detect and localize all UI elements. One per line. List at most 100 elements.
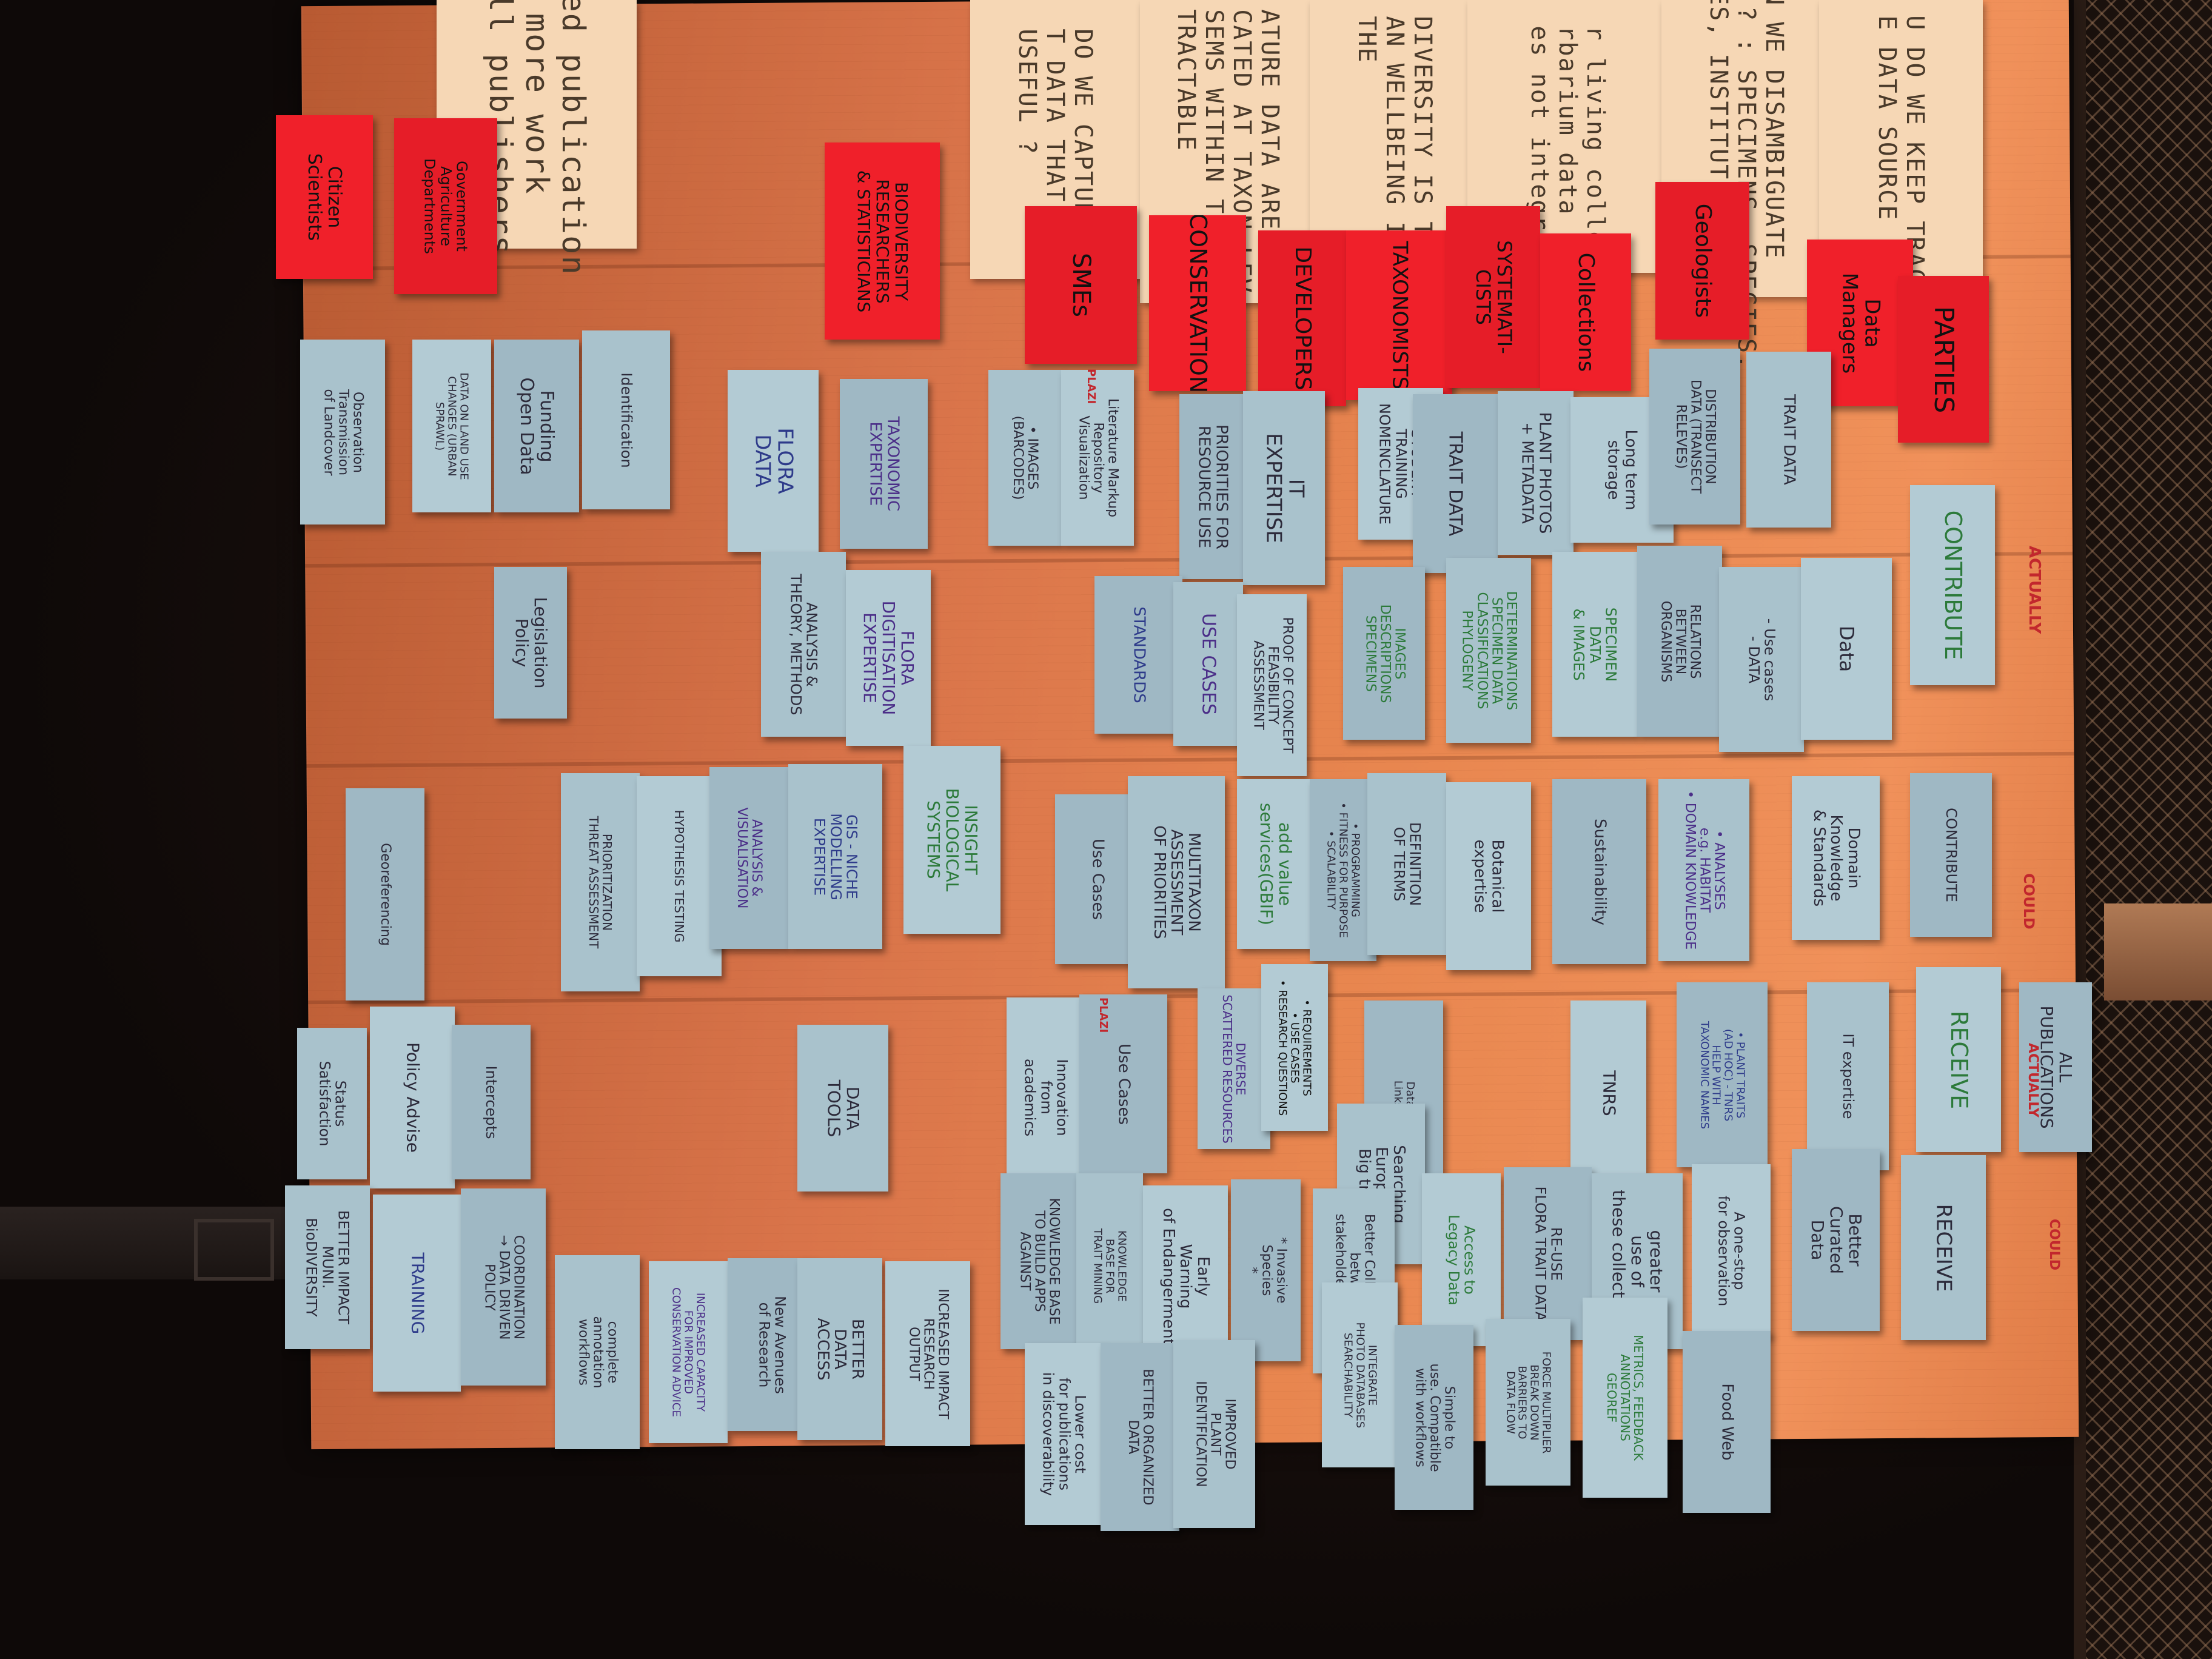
blue-sticky-note-text: • ANALYSES e.g. HABITAT • DOMAIN KNOWLED… bbox=[1681, 790, 1727, 950]
header-sheet-text: ked publication s more work all publishe… bbox=[482, 0, 591, 276]
blue-sticky-note-text: FLORA DATA bbox=[750, 427, 797, 494]
blue-sticky-note-text: Sustainability bbox=[1590, 818, 1609, 925]
blue-sticky-note: IMPROVED PLANT IDENTIFICATION bbox=[1173, 1340, 1255, 1528]
blue-sticky-note-text: RE-USE FLORA TRAIT DATA bbox=[1531, 1186, 1564, 1321]
blue-sticky-note-text: GIS - NICHE MODELLING EXPERTISE bbox=[811, 813, 860, 900]
blue-sticky-note-text: Simple to use. Compatible with workflows bbox=[1412, 1363, 1457, 1472]
blue-sticky-note-text: * Invasive Species * bbox=[1244, 1237, 1289, 1304]
blue-sticky-note: ANALYSIS & VISUALISATION bbox=[709, 767, 788, 949]
blue-sticky-note-text: USE CASES bbox=[1198, 612, 1219, 716]
blue-sticky-note-text: DISTRIBUTION DATA (TRANSECT RELEVES) bbox=[1672, 379, 1718, 494]
blue-sticky-note: RELATIONS BETWEEN ORGANISMS bbox=[1637, 546, 1722, 737]
blue-sticky-note: Botanical expertise bbox=[1446, 782, 1531, 970]
blue-sticky-note-text: PLANT PHOTOS + METADATA bbox=[1518, 412, 1554, 534]
blue-sticky-note-text: BETTER ORGANIZED DATA bbox=[1125, 1369, 1156, 1506]
red-sticky-note: CONSERVATION bbox=[1149, 215, 1246, 391]
blue-sticky-note-text: Botanical expertise bbox=[1471, 839, 1507, 913]
blue-sticky-note: Simple to use. Compatible with workflows bbox=[1395, 1325, 1473, 1510]
red-sticky-note-text: SMEs bbox=[1067, 252, 1095, 318]
blue-sticky-note: Use Cases bbox=[1079, 994, 1167, 1173]
blue-sticky-note: TNRS bbox=[1570, 1000, 1646, 1185]
blue-sticky-note: Observation Transmission of Landcover bbox=[300, 340, 385, 525]
blue-sticky-note-text: HYPOTHESIS TESTING bbox=[672, 809, 686, 943]
blue-sticky-note-text: Georeferencing bbox=[378, 843, 394, 946]
blue-sticky-note-text: Observation Transmission of Landcover bbox=[320, 389, 366, 475]
blue-sticky-note: DIVERSE SCATTERED RESOURCES bbox=[1198, 988, 1270, 1149]
blue-sticky-note: INCREASED IMPACT RESEARCH OUTPUT bbox=[885, 1261, 970, 1446]
blue-sticky-note: DEFINITION OF TERMS bbox=[1367, 773, 1446, 955]
blue-sticky-note-text: Funding Open Data bbox=[516, 377, 557, 475]
red-sticky-note: SYSTEMATI- CISTS bbox=[1446, 206, 1540, 388]
blue-sticky-note-text: • REQUIREMENTS • USE CASES • RESEARCH QU… bbox=[1276, 979, 1313, 1116]
blue-sticky-note: Georeferencing bbox=[346, 788, 424, 1000]
blue-sticky-note-text: Better Curated Data bbox=[1808, 1206, 1865, 1274]
blue-sticky-note-text: ALL PUBLICATIONS bbox=[2037, 1005, 2076, 1129]
blue-sticky-note: Use Cases bbox=[1055, 794, 1140, 964]
red-sticky-note-text: SYSTEMATI- CISTS bbox=[1471, 240, 1516, 354]
red-sticky-note-text: PARTIES bbox=[1928, 306, 1960, 413]
blue-sticky-note: INTEGRATE PHOTO DATABASES SEARCHABILITY bbox=[1322, 1282, 1398, 1467]
blue-sticky-note: • PLANT TRAITS (AD HOC) - TNRS HELP WITH… bbox=[1677, 982, 1768, 1167]
blue-sticky-note: TRAIT DATA bbox=[1746, 352, 1831, 528]
blue-sticky-note-text: RECEIVE bbox=[1931, 1203, 1956, 1292]
blue-sticky-note-text: Legislation Policy bbox=[512, 597, 551, 689]
red-sticky-note-text: Data Managers bbox=[1837, 272, 1884, 374]
red-sticky-note: Collections bbox=[1540, 233, 1631, 391]
blue-sticky-note: ANALYSIS & THEORY, METHODS bbox=[761, 552, 846, 737]
blue-sticky-note: IMAGES DESCRIPTIONS SPECIMENS bbox=[1343, 567, 1425, 740]
blue-sticky-note: COORDINATION → DATA DRIVEN POLICY bbox=[461, 1188, 546, 1386]
handwritten-label: PLAZI bbox=[1097, 997, 1110, 1033]
blue-sticky-note-text: • PROGRAMMING • FITNESS FOR PURPOSE • SC… bbox=[1325, 802, 1362, 938]
blue-sticky-note-text: TAXONOMIC EXPERTISE bbox=[866, 416, 902, 512]
handwritten-label: ACTUALLY bbox=[2025, 1043, 2040, 1118]
blue-sticky-note: HYPOTHESIS TESTING bbox=[637, 776, 722, 976]
blue-sticky-note: • PROGRAMMING • FITNESS FOR PURPOSE • SC… bbox=[1310, 779, 1376, 961]
blue-sticky-note-text: Early Warning of Endangerment bbox=[1159, 1208, 1212, 1345]
blue-sticky-note-text: INCREASED IMPACT RESEARCH OUTPUT bbox=[905, 1288, 951, 1419]
red-sticky-note-text: DEVELOPERS bbox=[1290, 246, 1315, 390]
blue-sticky-note-text: TRAIT DATA bbox=[1780, 394, 1798, 485]
blue-sticky-note: Identification bbox=[582, 330, 670, 509]
blue-sticky-note: RECEIVE bbox=[1901, 1155, 1986, 1340]
blue-sticky-note-text: MULTITAXON ASSESSMENT OF PRIORITIES bbox=[1150, 825, 1203, 939]
blue-sticky-note: Intercepts bbox=[452, 1025, 531, 1179]
blue-sticky-note: • IMAGES (BARCODES) bbox=[988, 370, 1061, 546]
blue-sticky-note-text: METRICS, FEEDBACK ANNOTATIONS GEOREF bbox=[1604, 1335, 1646, 1461]
blue-sticky-note: DISTRIBUTION DATA (TRANSECT RELEVES) bbox=[1649, 349, 1740, 525]
blue-sticky-note-text: Use Cases bbox=[1114, 1043, 1133, 1125]
blue-sticky-note-text: TNRS bbox=[1598, 1070, 1619, 1116]
blue-sticky-note: RECEIVE bbox=[1916, 967, 2001, 1152]
blue-sticky-note: INCREASED CAPACITY FOR IMPROVED CONSERVA… bbox=[649, 1261, 728, 1443]
red-sticky-note-text: CONSERVATION bbox=[1184, 215, 1212, 391]
blue-sticky-note-text: BETTER IMPACT MUNI. BioDIVERSITY bbox=[303, 1210, 352, 1325]
blue-sticky-note: complete annotation workflows bbox=[555, 1255, 640, 1449]
blue-sticky-note-text: PRIORITIES FOR RESOURCE USE bbox=[1195, 424, 1231, 549]
blue-sticky-note-text: Lower cost for publications in discovera… bbox=[1039, 1372, 1089, 1496]
blue-sticky-note: Innovation from academics bbox=[1007, 997, 1085, 1198]
red-sticky-note-text: Collections bbox=[1573, 252, 1598, 372]
blue-sticky-note: Access to Legacy Data bbox=[1422, 1173, 1501, 1346]
blue-sticky-note: GIS - NICHE MODELLING EXPERTISE bbox=[788, 764, 882, 949]
blue-sticky-note: • REQUIREMENTS • USE CASES • RESEARCH QU… bbox=[1261, 964, 1328, 1131]
blue-sticky-note-text: SPECIMEN DATA & IMAGES bbox=[1570, 607, 1620, 682]
blue-sticky-note-text: KNOWLEDGE BASE FOR TRAIT MINING bbox=[1091, 1228, 1128, 1304]
blue-sticky-note: - Use cases - DATA bbox=[1719, 567, 1804, 752]
blue-sticky-note-text: IMPROVED PLANT IDENTIFICATION bbox=[1192, 1381, 1237, 1487]
blue-sticky-note-text: Status Satisfaction bbox=[315, 1061, 349, 1147]
blue-sticky-note: FLORA DIGITISATION EXPERTISE bbox=[846, 570, 931, 746]
handwritten-label: COULD bbox=[2020, 873, 2037, 930]
blue-sticky-note: DATA ON LAND USE CHANGES (URBAN SPRAWL) bbox=[412, 340, 491, 512]
blue-sticky-note-text: Innovation from academics bbox=[1021, 1058, 1071, 1137]
blue-sticky-note: KNOWLEDGE BASE FOR TRAIT MINING bbox=[1076, 1173, 1143, 1358]
blue-sticky-note: SPECIMEN DATA & IMAGES bbox=[1552, 552, 1637, 737]
blue-sticky-note-text: INSIGHT BIOLOGICAL SYSTEMS bbox=[923, 788, 982, 892]
blue-sticky-note-text: DETERMINATIONS SPECIMEN DATA CLASSIFICAT… bbox=[1459, 591, 1519, 710]
handwritten-label: ACTUALLY bbox=[2025, 546, 2043, 634]
blue-sticky-note: Status Satisfaction bbox=[297, 1028, 367, 1179]
red-sticky-note: Government Agriculture Departments bbox=[394, 118, 497, 294]
blue-sticky-note-text: - Use cases - DATA bbox=[1745, 618, 1778, 701]
blue-sticky-note-text: complete annotation workflows bbox=[575, 1316, 620, 1389]
blue-sticky-note-text: IT EXPERTISE bbox=[1261, 433, 1308, 543]
blue-sticky-note: Literature Markup Repository Visualizati… bbox=[1061, 370, 1134, 546]
red-sticky-note: Citizen Scientists bbox=[276, 115, 373, 279]
